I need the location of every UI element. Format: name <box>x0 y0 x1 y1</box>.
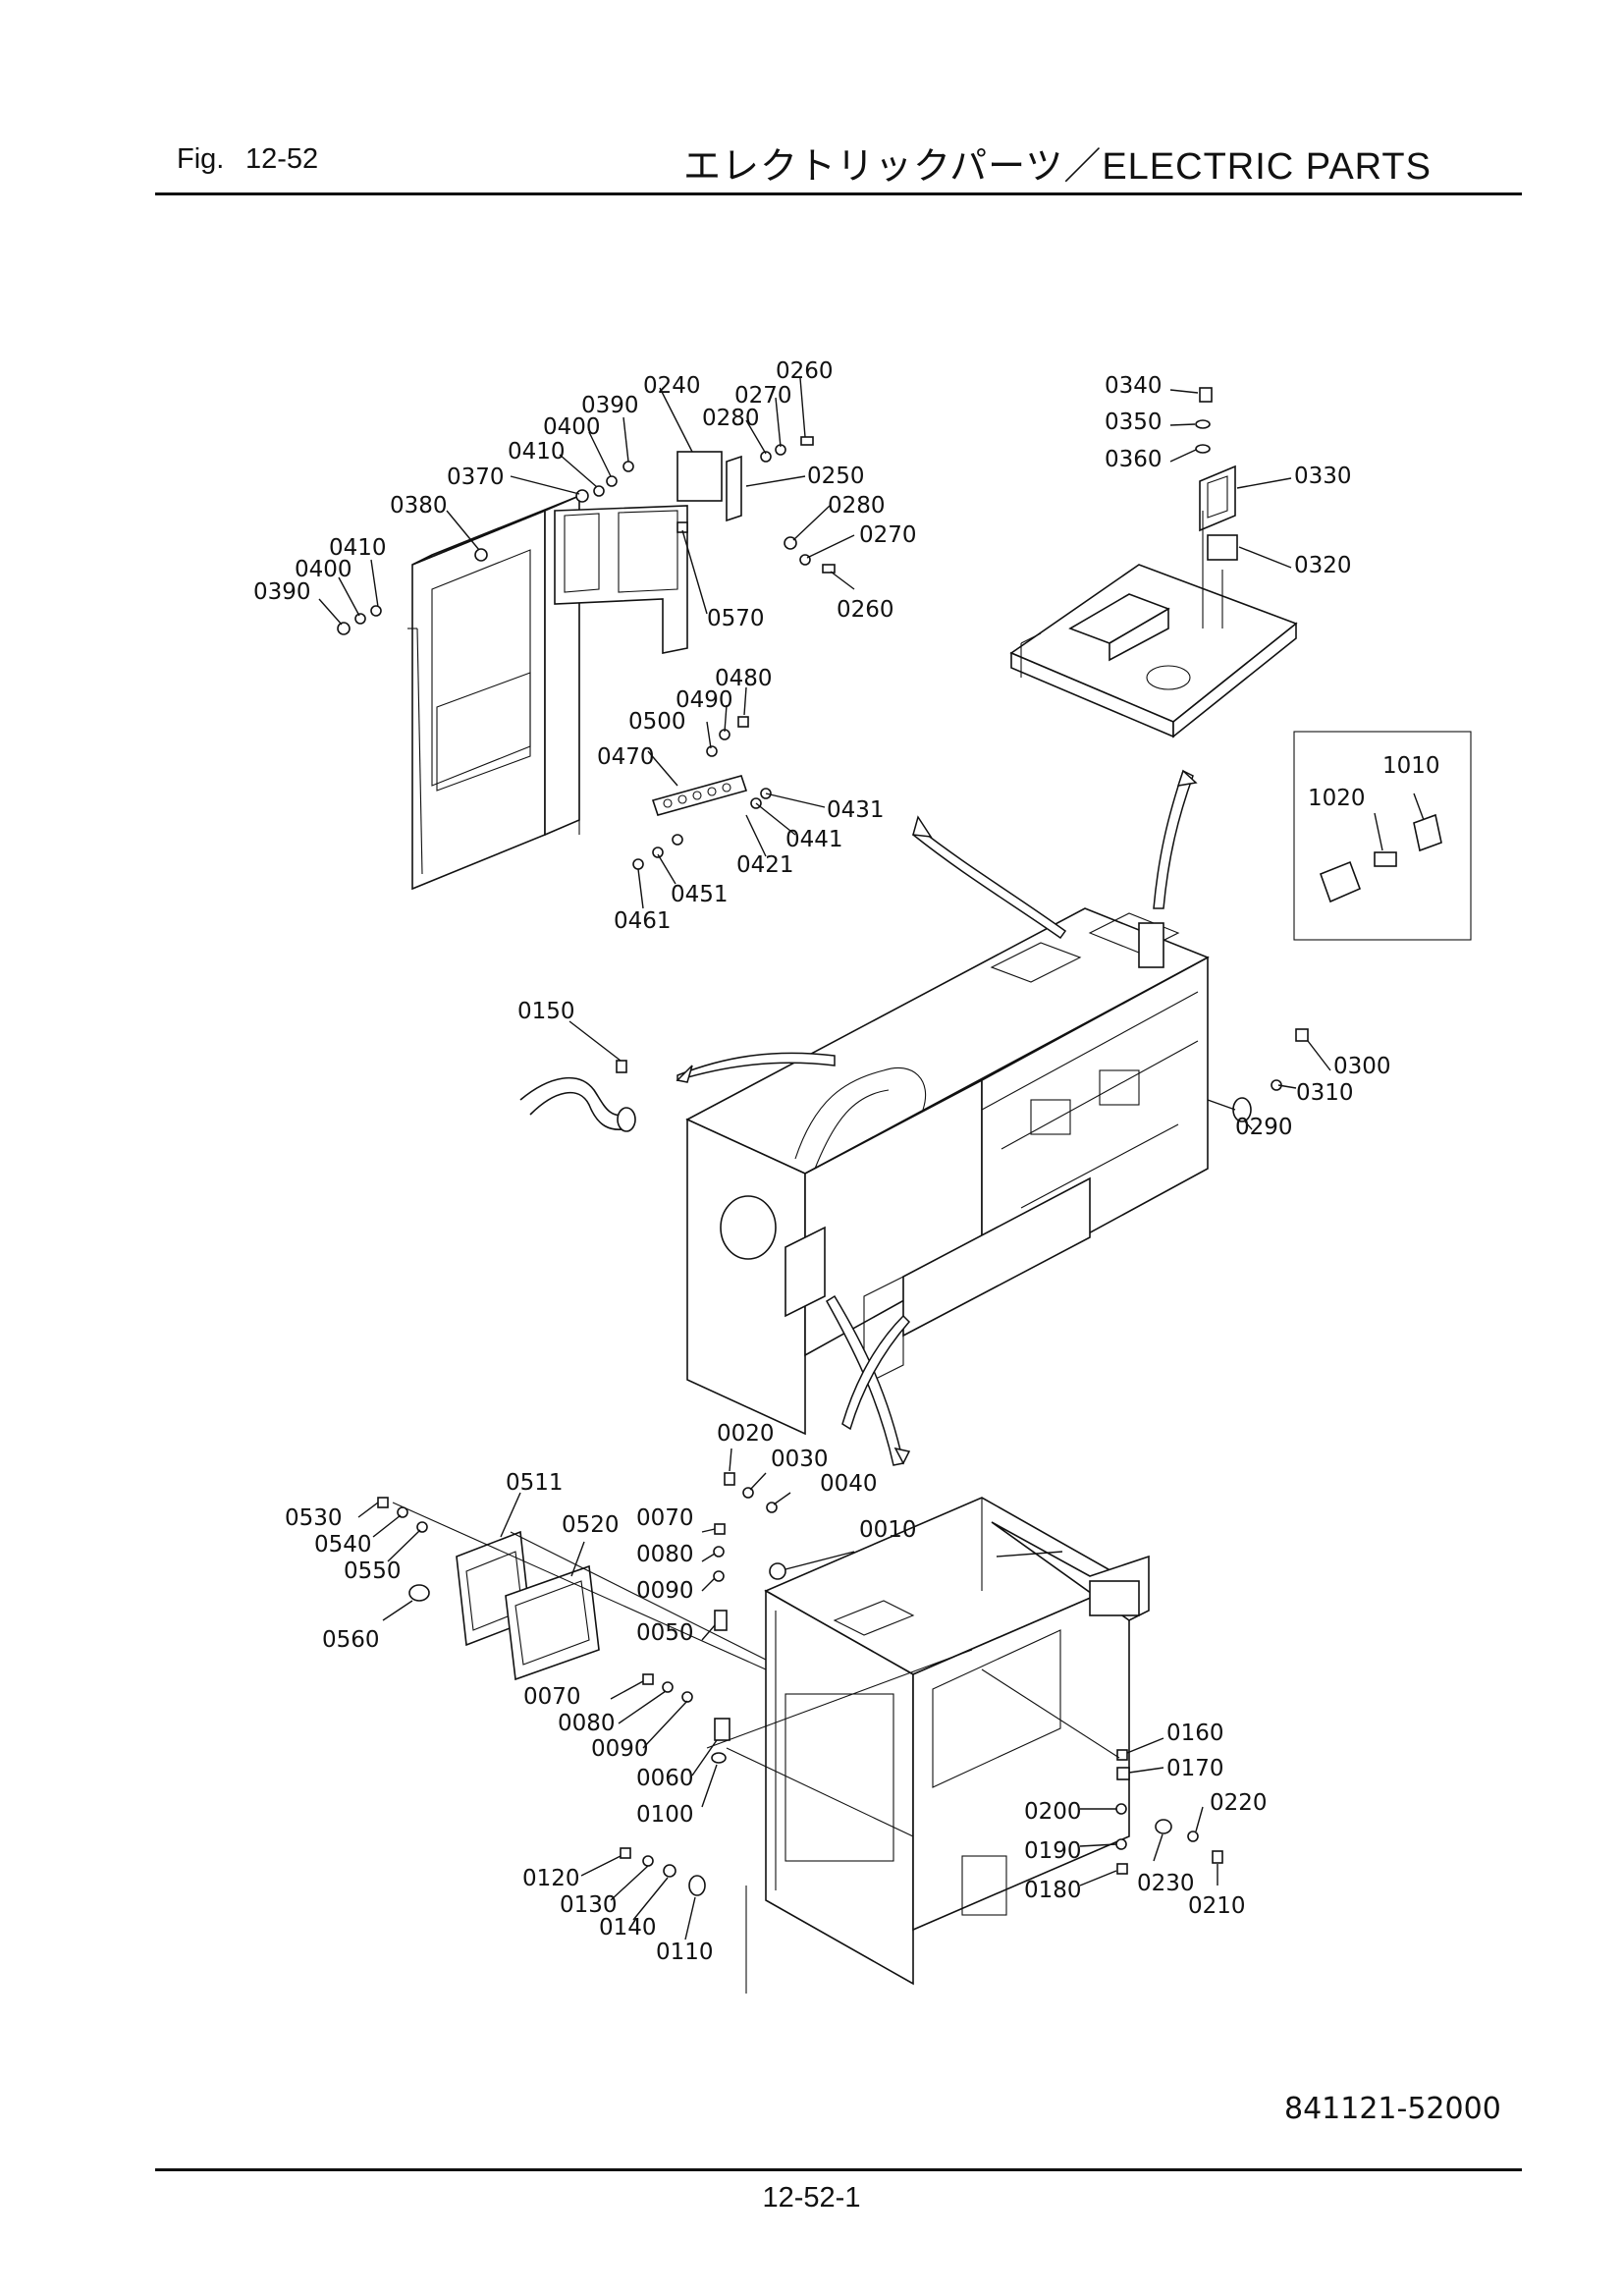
callout-0080: 0080 <box>636 1542 694 1567</box>
leader-lines-upper-left <box>318 377 855 909</box>
callout-0020: 0020 <box>717 1421 775 1447</box>
callout-0010: 0010 <box>859 1517 917 1543</box>
callout-labels: 0240 0260 0270 0280 0390 0400 0410 0370 … <box>253 358 1440 1965</box>
lower-frame-drawing <box>764 1497 1150 1986</box>
page-title: エレクトリックパーツ／ELECTRIC PARTS <box>682 146 1432 188</box>
callout-0380: 0380 <box>390 493 448 519</box>
callout-0300: 0300 <box>1333 1054 1391 1079</box>
callout-0030: 0030 <box>771 1447 829 1472</box>
callout-0090: 0090 <box>591 1736 649 1762</box>
callout-0390: 0390 <box>253 579 311 605</box>
callout-0290: 0290 <box>1235 1115 1293 1140</box>
callout-0511: 0511 <box>506 1470 564 1496</box>
callout-0140: 0140 <box>599 1915 657 1941</box>
callout-0390: 0390 <box>581 393 639 418</box>
callout-0260: 0260 <box>837 597 894 623</box>
callout-0160: 0160 <box>1166 1721 1224 1746</box>
callout-0180: 0180 <box>1024 1878 1082 1903</box>
callout-0170: 0170 <box>1166 1756 1224 1781</box>
callout-0100: 0100 <box>636 1802 694 1828</box>
callout-0320: 0320 <box>1294 553 1352 578</box>
leader-lines-lower <box>357 1448 1218 1994</box>
figure-number: 12-52 <box>245 143 319 175</box>
callout-0060: 0060 <box>636 1766 694 1791</box>
hose-drawing <box>519 1020 636 1132</box>
hardware-right <box>1207 1028 1331 1130</box>
lower-left-box-drawing <box>377 1497 600 1681</box>
callout-0150: 0150 <box>517 999 575 1024</box>
callout-0470: 0470 <box>597 744 655 770</box>
callout-0260: 0260 <box>776 358 834 384</box>
callout-0451: 0451 <box>671 882 729 907</box>
callout-0080: 0080 <box>558 1711 616 1736</box>
footer-rule <box>155 2168 1522 2171</box>
leader-lines-upper-right <box>1169 389 1292 569</box>
callout-0070: 0070 <box>523 1684 581 1710</box>
callout-0400: 0400 <box>543 414 601 440</box>
callout-0120: 0120 <box>522 1866 580 1891</box>
inset-kit-box <box>1293 731 1472 941</box>
callout-0340: 0340 <box>1105 373 1163 399</box>
hardware-upper-left <box>337 436 836 870</box>
callout-0310: 0310 <box>1296 1080 1354 1106</box>
callout-0360: 0360 <box>1105 447 1163 472</box>
callout-0230: 0230 <box>1137 1871 1195 1896</box>
callout-0040: 0040 <box>820 1471 878 1497</box>
callout-0190: 0190 <box>1024 1838 1082 1864</box>
page-header: Fig. 12-52 エレクトリックパーツ／ELECTRIC PARTS <box>155 136 1522 194</box>
explode-arrows <box>676 769 1198 1466</box>
callout-0570: 0570 <box>707 606 765 631</box>
callout-1020: 1020 <box>1308 786 1366 811</box>
header-rule <box>155 192 1522 195</box>
callout-0540: 0540 <box>314 1532 372 1558</box>
callout-0560: 0560 <box>322 1627 380 1653</box>
callout-0050: 0050 <box>636 1620 694 1646</box>
drawing-number: 841121-52000 <box>1284 2092 1501 2126</box>
callout-0431: 0431 <box>827 797 885 823</box>
callout-0500: 0500 <box>628 709 686 735</box>
page-number: 12-52-1 <box>762 2182 861 2214</box>
callout-0220: 0220 <box>1210 1790 1268 1816</box>
callout-0370: 0370 <box>447 465 505 490</box>
panel-frame-drawing <box>407 451 742 891</box>
callout-0270: 0270 <box>734 383 792 409</box>
callout-0070: 0070 <box>636 1505 694 1531</box>
callout-0110: 0110 <box>656 1940 714 1965</box>
callout-0350: 0350 <box>1105 410 1163 435</box>
callout-0250: 0250 <box>807 464 865 489</box>
callout-0280: 0280 <box>828 493 886 519</box>
callout-0270: 0270 <box>859 522 917 548</box>
callout-0530: 0530 <box>285 1505 343 1531</box>
callout-0280: 0280 <box>702 406 760 431</box>
callout-0441: 0441 <box>785 827 843 852</box>
callout-0490: 0490 <box>676 687 733 713</box>
callout-0090: 0090 <box>636 1578 694 1604</box>
machine-body-drawing <box>685 907 1210 1436</box>
hardware-lower <box>620 1472 1223 1896</box>
callout-0461: 0461 <box>614 908 672 934</box>
callout-0550: 0550 <box>344 1558 402 1584</box>
callout-0421: 0421 <box>736 852 794 878</box>
callout-0480: 0480 <box>715 666 773 691</box>
callout-0400: 0400 <box>295 557 352 582</box>
callout-0130: 0130 <box>560 1892 618 1918</box>
cover-plate-drawing <box>1009 387 1298 738</box>
callout-0210: 0210 <box>1188 1893 1246 1919</box>
callout-0410: 0410 <box>329 535 387 561</box>
figure-prefix: Fig. <box>177 143 225 175</box>
callout-0200: 0200 <box>1024 1799 1082 1825</box>
callout-0520: 0520 <box>562 1512 620 1538</box>
callout-0330: 0330 <box>1294 464 1352 489</box>
callout-1010: 1010 <box>1382 753 1440 779</box>
callout-0410: 0410 <box>508 439 566 465</box>
callout-0240: 0240 <box>643 373 701 399</box>
